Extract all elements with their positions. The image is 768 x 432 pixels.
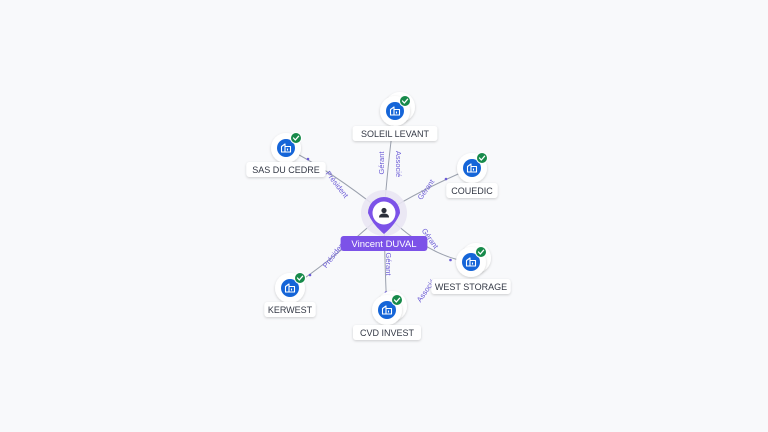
check-badge-icon — [290, 132, 302, 144]
edge-arrow-west-storage — [449, 258, 452, 262]
company-node-kerwest[interactable] — [275, 272, 306, 304]
company-label-kerwest[interactable]: KERWEST — [264, 302, 316, 317]
building-icon — [280, 143, 292, 153]
company-label-west-storage[interactable]: WEST STORAGE — [431, 279, 511, 294]
center-person-node[interactable]: Vincent DUVAL — [340, 190, 428, 251]
role-label-soleil-levant-1: Associé — [394, 151, 403, 177]
check-badge-icon — [399, 95, 411, 107]
company-label-couedic[interactable]: COUEDIC — [446, 183, 498, 198]
company-node-cvd-invest[interactable] — [372, 291, 407, 325]
building-icon — [466, 163, 478, 173]
company-label-sas-du-cedre[interactable]: SAS DU CEDRE — [246, 162, 326, 177]
company-node-sas-du-cedre[interactable] — [271, 132, 302, 164]
company-name: KERWEST — [268, 305, 313, 315]
edge-arrow-kerwest — [308, 273, 312, 277]
check-badge-icon — [476, 152, 488, 164]
label-box — [264, 302, 316, 317]
label-box — [353, 325, 421, 340]
edge-arrow-couedic — [444, 177, 448, 181]
role-label-couedic-0: Gérant — [416, 177, 437, 202]
company-node-soleil-levant[interactable] — [380, 92, 415, 126]
label-box — [246, 162, 326, 177]
label-box — [352, 126, 438, 141]
role-label-soleil-levant-0: Gérant — [377, 151, 386, 175]
building-icon — [389, 106, 401, 116]
company-name: SAS DU CEDRE — [252, 165, 320, 175]
label-box — [446, 183, 498, 198]
edge-arrow-sas-du-cedre — [306, 157, 310, 161]
building-icon — [465, 257, 477, 267]
company-node-west-storage[interactable] — [456, 243, 491, 277]
nodes-layer: SOLEIL LEVANT SAS DU CEDRE COUEDIC WEST STO… — [246, 92, 511, 340]
center-name: Vincent DUVAL — [351, 239, 416, 250]
company-label-cvd-invest[interactable]: CVD INVEST — [353, 325, 421, 340]
company-node-couedic[interactable] — [457, 152, 488, 184]
check-badge-icon — [294, 272, 306, 284]
company-name: COUEDIC — [451, 186, 493, 196]
check-badge-icon — [475, 246, 487, 258]
person-icon — [379, 207, 389, 218]
label-box — [431, 279, 511, 294]
role-label-cvd-invest-0: Gérant — [384, 253, 393, 277]
building-icon — [284, 283, 296, 293]
building-icon — [381, 305, 393, 315]
center-label-box — [340, 236, 428, 251]
check-badge-icon — [391, 294, 403, 306]
company-name: SOLEIL LEVANT — [361, 129, 430, 139]
company-name: WEST STORAGE — [435, 282, 507, 292]
company-label-soleil-levant[interactable]: SOLEIL LEVANT — [352, 126, 438, 141]
company-name: CVD INVEST — [360, 328, 415, 338]
